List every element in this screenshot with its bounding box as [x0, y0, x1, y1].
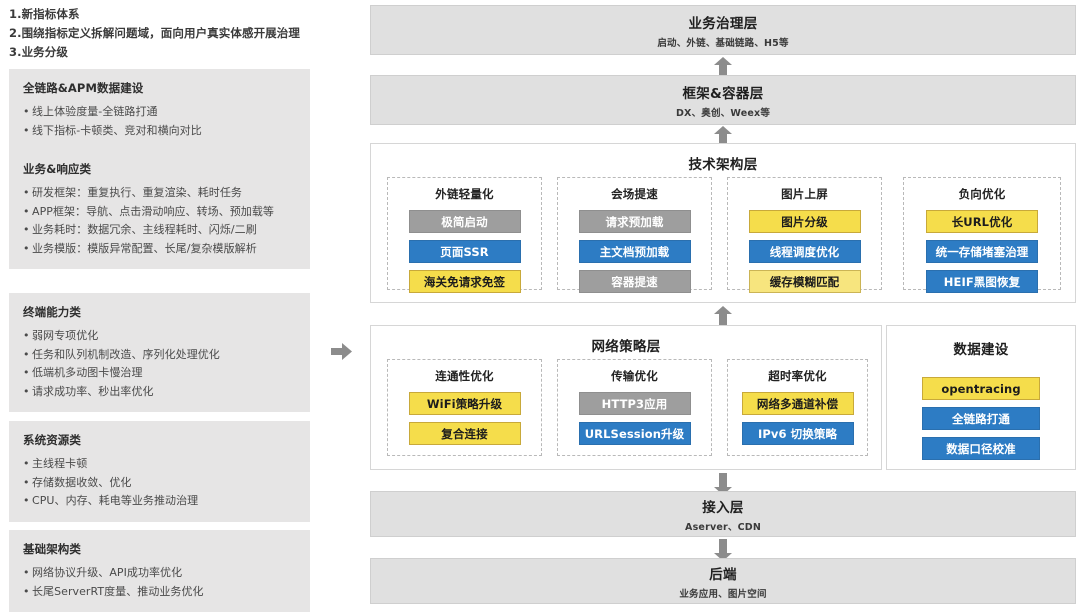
chip-item[interactable]: 容器提速 [578, 270, 691, 293]
chip-item[interactable]: 全链路打通 [922, 407, 1040, 430]
chip-item[interactable]: 页面SSR [408, 240, 521, 263]
card-bullet: 任务和队列机制改造、序列化处理优化 [23, 346, 297, 365]
chip-item[interactable]: HTTP3应用 [578, 392, 691, 415]
card-bullet: CPU、内存、耗电等业务推动治理 [23, 492, 297, 511]
left-summary-column: 1.新指标体系 2.围绕指标定义拆解问题域，面向用户真实体感开展治理 3.业务分… [0, 0, 318, 613]
summary-card-system-resource: 系统资源类 主线程卡顿 存储数据收敛、优化 CPU、内存、耗电等业务推动治理 [9, 421, 310, 522]
group-title: 负向优化 [958, 187, 1006, 201]
group-venue-acceleration: 会场提速 请求预加载 主文档预加载 容器提速 [557, 177, 712, 293]
intro-line: 1.新指标体系 [9, 7, 80, 21]
panel-technical-architecture: 技术架构层 外链轻量化 极简启动 页面SSR 海关免请求免签 会场提速 请求预加… [370, 143, 1076, 303]
architecture-stack-column: 业务治理层 启动、外链、基础链路、H5等 框架&容器层 DX、奥创、Weex等 … [370, 0, 1076, 613]
chip-item[interactable]: IPv6 切换策略 [741, 422, 854, 445]
card-bullet: 主线程卡顿 [23, 455, 297, 474]
summary-card-full-link-apm: 全链路&APM数据建设 线上体验度量-全链路打通 线下指标-卡顿类、竞对和横向对… [9, 69, 310, 151]
chip-item[interactable]: 网络多通道补偿 [741, 392, 854, 415]
connector-access-to-backend [714, 539, 732, 561]
group-title: 传输优化 [611, 369, 658, 383]
summary-card-terminal-capability: 终端能力类 弱网专项优化 任务和队列机制改造、序列化处理优化 低端机多动图卡慢治… [9, 293, 310, 412]
card-bullet: 低端机多动图卡慢治理 [23, 364, 297, 383]
band-subtitle: DX、奥创、Weex等 [675, 107, 771, 119]
chip-item[interactable]: URLSession升级 [578, 422, 691, 445]
band-title: 后端 [709, 566, 737, 583]
card-bullet: 研发框架：重复执行、重复渲染、耗时任务 [23, 184, 297, 203]
connector-tech-to-network [714, 306, 732, 328]
group-image-on-screen: 图片上屏 图片分级 线程调度优化 缓存模糊匹配 [727, 177, 882, 293]
band-title: 接入层 [702, 499, 744, 516]
panel-data-construction: 数据建设 opentracing 全链路打通 数据口径校准 [886, 325, 1076, 470]
card-bullet: 网络协议升级、API成功率优化 [23, 564, 297, 583]
chip-item[interactable]: opentracing [922, 377, 1040, 400]
intro-numbered-list: 1.新指标体系 2.围绕指标定义拆解问题域，面向用户真实体感开展治理 3.业务分… [9, 5, 314, 62]
panel-title: 技术架构层 [688, 157, 758, 173]
card-bullet: 业务耗时：数据冗余、主线程耗时、闪烁/二刷 [23, 221, 297, 240]
connector-network-to-access [714, 473, 732, 495]
card-bullet: 请求成功率、秒出率优化 [23, 383, 297, 402]
group-timeout-rate-optimization: 超时率优化 网络多通道补偿 IPv6 切换策略 [727, 359, 868, 456]
chip-item[interactable]: 统一存储堵塞治理 [926, 240, 1038, 263]
chip-item[interactable]: 主文档预加载 [578, 240, 691, 263]
intro-line: 2.围绕指标定义拆解问题域，面向用户真实体感开展治理 [9, 26, 300, 40]
band-title: 框架&容器层 [682, 85, 764, 102]
chip-item[interactable]: 复合连接 [408, 422, 521, 445]
summary-card-business-response: 业务&响应类 研发框架：重复执行、重复渲染、耗时任务 APP框架：导航、点击滑动… [9, 150, 310, 269]
layer-band-access: 接入层 Aserver、CDN [370, 491, 1076, 537]
group-title: 超时率优化 [768, 369, 827, 383]
card-title: 终端能力类 [23, 305, 81, 319]
card-bullet: 业务模版：模版异常配置、长尾/复杂模版解析 [23, 240, 297, 259]
panel-title: 网络策略层 [591, 339, 661, 355]
group-transmission-optimization: 传输优化 HTTP3应用 URLSession升级 [557, 359, 712, 456]
chip-item[interactable]: 长URL优化 [926, 210, 1038, 233]
group-title: 会场提速 [611, 187, 658, 201]
band-subtitle: Aserver、CDN [685, 521, 761, 533]
band-title: 业务治理层 [688, 15, 758, 32]
chip-item[interactable]: 极简启动 [408, 210, 521, 233]
chip-item[interactable]: 线程调度优化 [748, 240, 861, 263]
panel-title: 数据建设 [953, 342, 1009, 358]
band-subtitle: 启动、外链、基础链路、H5等 [657, 37, 789, 49]
layer-band-backend: 后端 业务应用、图片空间 [370, 558, 1076, 604]
chip-item[interactable]: 缓存模糊匹配 [748, 270, 861, 293]
band-subtitle: 业务应用、图片空间 [679, 588, 767, 600]
chip-item[interactable]: WiFi策略升级 [408, 392, 521, 415]
card-title: 业务&响应类 [23, 162, 92, 176]
arrow-right-icon [331, 343, 353, 360]
intro-line: 3.业务分级 [9, 45, 68, 59]
card-bullet: 存储数据收敛、优化 [23, 474, 297, 493]
group-external-link-lightweight: 外链轻量化 极简启动 页面SSR 海关免请求免签 [387, 177, 542, 293]
connector-business-to-framework [714, 57, 732, 79]
group-title: 图片上屏 [781, 187, 828, 201]
group-negative-optimization: 负向优化 长URL优化 统一存储堵塞治理 HEIF黑图恢复 [903, 177, 1061, 293]
chip-item[interactable]: 图片分级 [748, 210, 861, 233]
chip-item[interactable]: 数据口径校准 [922, 437, 1040, 460]
card-title: 全链路&APM数据建设 [23, 81, 144, 95]
card-bullet: 弱网专项优化 [23, 327, 297, 346]
chip-item[interactable]: HEIF黑图恢复 [926, 270, 1038, 293]
card-bullet: 长尾ServerRT度量、推动业务优化 [23, 583, 297, 602]
connector-framework-to-tech [714, 126, 732, 148]
group-title: 连通性优化 [435, 369, 494, 383]
group-connectivity-optimization: 连通性优化 WiFi策略升级 复合连接 [387, 359, 542, 456]
card-bullet: 线下指标-卡顿类、竞对和横向对比 [23, 122, 297, 141]
chip-item[interactable]: 请求预加载 [578, 210, 691, 233]
chip-item[interactable]: 海关免请求免签 [408, 270, 521, 293]
summary-card-infrastructure: 基础架构类 网络协议升级、API成功率优化 长尾ServerRT度量、推动业务优… [9, 530, 310, 612]
card-title: 系统资源类 [23, 433, 81, 447]
layer-band-business-governance: 业务治理层 启动、外链、基础链路、H5等 [370, 5, 1076, 55]
card-title: 基础架构类 [23, 542, 81, 556]
layer-band-framework-container: 框架&容器层 DX、奥创、Weex等 [370, 75, 1076, 125]
group-title: 外链轻量化 [435, 187, 494, 201]
card-bullet: APP框架：导航、点击滑动响应、转场、预加载等 [23, 203, 297, 222]
panel-network-strategy: 网络策略层 连通性优化 WiFi策略升级 复合连接 传输优化 HTTP3应用 U… [370, 325, 882, 470]
card-bullet: 线上体验度量-全链路打通 [23, 103, 297, 122]
